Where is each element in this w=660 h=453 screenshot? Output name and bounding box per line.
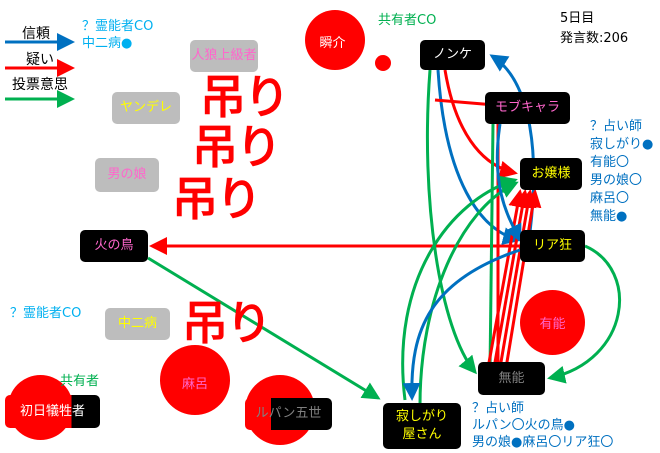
arrow-sabishi-ojou bbox=[401, 175, 518, 401]
hanged-label-jinro: 吊り bbox=[200, 70, 290, 124]
node-mob[interactable]: モブキャラ bbox=[485, 92, 570, 124]
arrow-nonke-riakyo bbox=[436, 69, 521, 245]
node-hinotori[interactable]: 火の鳥 bbox=[80, 230, 148, 262]
note-line: ？占い師 bbox=[472, 401, 525, 416]
blood-splat bbox=[520, 290, 585, 355]
note-line: 有能〇 bbox=[590, 155, 630, 170]
chuni-co-note: ？霊能者CO 中二病● bbox=[82, 18, 153, 52]
node-jinro[interactable]: 人狼上級者 bbox=[190, 40, 258, 72]
arrow-muno-ojou-3 bbox=[498, 189, 537, 369]
node-riakyo[interactable]: リア狂 bbox=[520, 230, 585, 262]
arrow-nonke-ojou bbox=[443, 69, 518, 179]
node-yuno[interactable]: 有能 bbox=[539, 317, 566, 332]
hanged-label-chuni: 吊り bbox=[182, 296, 272, 350]
note-line: ？霊能者CO bbox=[82, 19, 154, 34]
arrow-nonke-muno bbox=[425, 69, 477, 375]
legend-vote-label: 投票意思 bbox=[12, 77, 68, 93]
arrow-muno-ojou-4 bbox=[504, 189, 542, 369]
blood-splat bbox=[160, 345, 230, 415]
note-line: ルパン〇火の鳥● bbox=[472, 418, 575, 433]
arrow-riakyo-muno bbox=[547, 244, 621, 384]
note-line: ？占い師 bbox=[590, 119, 643, 134]
note-line: 寂しがり● bbox=[590, 137, 654, 152]
arrow-riakyo-sabishi bbox=[402, 248, 521, 401]
arrow-mob-riakyo bbox=[495, 123, 522, 243]
node-chuni[interactable]: 中二病 bbox=[105, 308, 170, 340]
node-muno[interactable]: 無能 bbox=[478, 362, 545, 395]
arrow-muno-ojou-2 bbox=[492, 189, 532, 369]
day-label: 5日目 bbox=[560, 11, 595, 26]
arrow-lupin-ojou bbox=[418, 181, 519, 406]
node-ojousama[interactable]: お嬢様 bbox=[520, 158, 582, 190]
riakyo-fortune-note: ？占い師 寂しがり● 有能〇 男の娘〇 麻呂〇 無能● bbox=[590, 118, 653, 226]
note-line: 麻呂〇 bbox=[590, 191, 630, 206]
hanged-label-yandere: 吊り bbox=[192, 120, 282, 174]
shunsuke-co-note: 共有者CO bbox=[378, 13, 437, 28]
shonichi-co-note: 共有者 bbox=[60, 374, 100, 389]
blood-splat bbox=[305, 10, 365, 70]
node-shunsuke[interactable]: 瞬介 bbox=[319, 36, 346, 51]
node-nonke[interactable]: ノンケ bbox=[420, 40, 485, 70]
node-otokonoko[interactable]: 男の娘 bbox=[95, 158, 159, 192]
note-line: 男の娘〇 bbox=[590, 173, 643, 188]
arrow-muno-ojou-1 bbox=[486, 189, 527, 369]
node-sabishi-line1: 寂しがり bbox=[395, 409, 448, 424]
blood-splat bbox=[375, 55, 391, 71]
hanged-label-otokonoko: 吊り bbox=[172, 172, 262, 226]
node-lupin[interactable]: ルパン五世 bbox=[245, 398, 332, 430]
node-yandere[interactable]: ヤンデレ bbox=[112, 92, 180, 124]
chuni-co-note-2: ？霊能者CO bbox=[10, 306, 82, 321]
node-maro[interactable]: 麻呂 bbox=[181, 377, 208, 392]
note-line: 中二病● bbox=[82, 36, 133, 51]
note-line: 男の娘●麻呂〇リア狂〇 bbox=[472, 435, 614, 450]
arrow-hinotori-sabishi bbox=[147, 256, 381, 400]
note-line: 無能● bbox=[590, 209, 628, 224]
node-shonichi[interactable]: 初日犠牲者 bbox=[5, 395, 100, 428]
post-count: 発言数:206 bbox=[560, 31, 629, 46]
muno-fortune-note: ？占い師 ルパン〇火の鳥● 男の娘●麻呂〇リア狂〇 bbox=[472, 400, 613, 451]
arrow-mob-sabishi bbox=[488, 123, 495, 371]
legend-trust-label: 信頼 bbox=[22, 26, 50, 42]
node-sabishi[interactable]: 寂しがり 屋さん bbox=[383, 403, 461, 449]
legend-doubt-label: 疑い bbox=[26, 52, 54, 68]
node-sabishi-line2: 屋さん bbox=[402, 427, 442, 442]
